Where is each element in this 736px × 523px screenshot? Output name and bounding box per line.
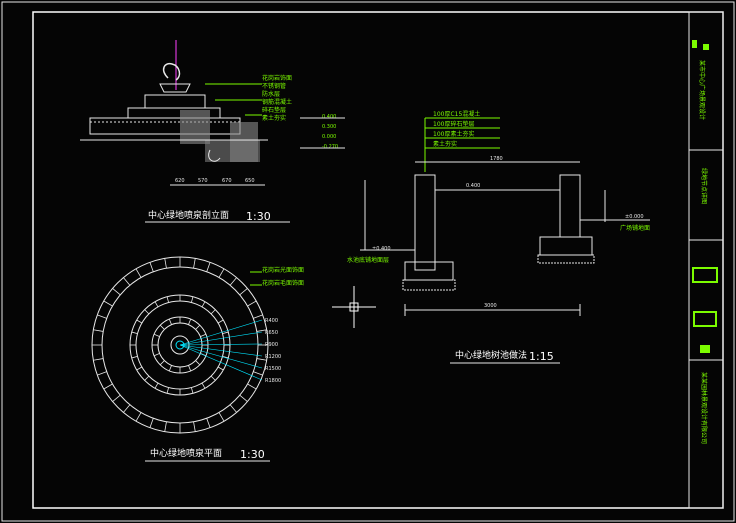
elev-label-3: 防水层 [262,90,280,98]
elev-dim-4: 650 [245,178,255,184]
elevation-title: 中心绿地喷泉剖立面 [148,209,229,221]
section-label-4: 素土夯实 [433,140,457,148]
elevation-scale: 1:30 [246,210,271,223]
tree-pit-section: 100厚C15混凝土 100厚碎石垫层 100厚素土夯实 素土夯实 1780 0… [347,110,650,364]
plan-title: 中心绿地喷泉平面 [150,447,222,459]
section-note-left: 水池底铺地面层 [347,256,389,264]
elev-level-3: 0.000 [322,134,336,140]
section-label-3: 100厚素土夯实 [433,130,474,138]
plan-dim-2: R650 [265,330,278,336]
elev-level-2: 0.300 [322,124,336,130]
section-dim-bottom: 3000 [484,303,497,309]
section-level-left: ±0.400 [372,246,391,252]
section-level-right: ±0.000 [625,214,644,220]
section-note-right: 广场铺地面 [620,224,650,232]
fountain-plan: R400 R650 R900 R1200 R1500 R1800 花岗岩光面饰面… [91,256,304,462]
elev-dim-3: 670 [222,178,232,184]
titleblock-drawing: 绿地节点详图 [700,168,708,204]
elev-label-5: 碎石垫层 [262,106,286,114]
plan-label-1: 花岗岩光面饰面 [262,266,304,274]
elev-label-6: 素土夯实 [262,114,286,122]
title-block: 某市中心广场景观设计 绿地节点详图 某某园林景观设计有限公司 [688,11,724,509]
plan-dim-3: R900 [265,342,278,348]
plan-label-2: 花岗岩毛面饰面 [262,279,304,287]
crosshair-cursor-icon [332,286,376,328]
elev-level-4: -0.270 [322,144,338,150]
section-scale: 1:15 [529,350,554,363]
elev-dim-2: 570 [198,178,208,184]
plan-dim-6: R1800 [265,378,281,384]
section-title: 中心绿地树池做法 [455,349,527,361]
section-dim-span: 0.400 [466,183,480,189]
plan-dim-5: R1500 [265,366,281,372]
section-label-1: 100厚C15混凝土 [433,110,480,118]
titleblock-company: 某某园林景观设计有限公司 [700,372,708,444]
plan-scale: 1:30 [240,448,265,461]
plan-dim-4: R1200 [265,354,281,360]
elev-label-2: 不锈钢管 [262,82,286,90]
section-dim-top: 1780 [490,156,503,162]
section-label-2: 100厚碎石垫层 [433,120,474,128]
fountain-elevation: 花岗岩饰面 不锈钢管 防水层 钢筋混凝土 碎石垫层 素土夯实 0.400 0.3… [80,40,345,223]
titleblock-project: 某市中心广场景观设计 [698,60,706,120]
elev-label-4: 钢筋混凝土 [262,98,292,106]
elev-label-1: 花岗岩饰面 [262,74,292,82]
plan-dim-1: R400 [265,318,278,324]
elev-level-1: 0.400 [322,114,336,120]
elev-dim-1: 620 [175,178,185,184]
